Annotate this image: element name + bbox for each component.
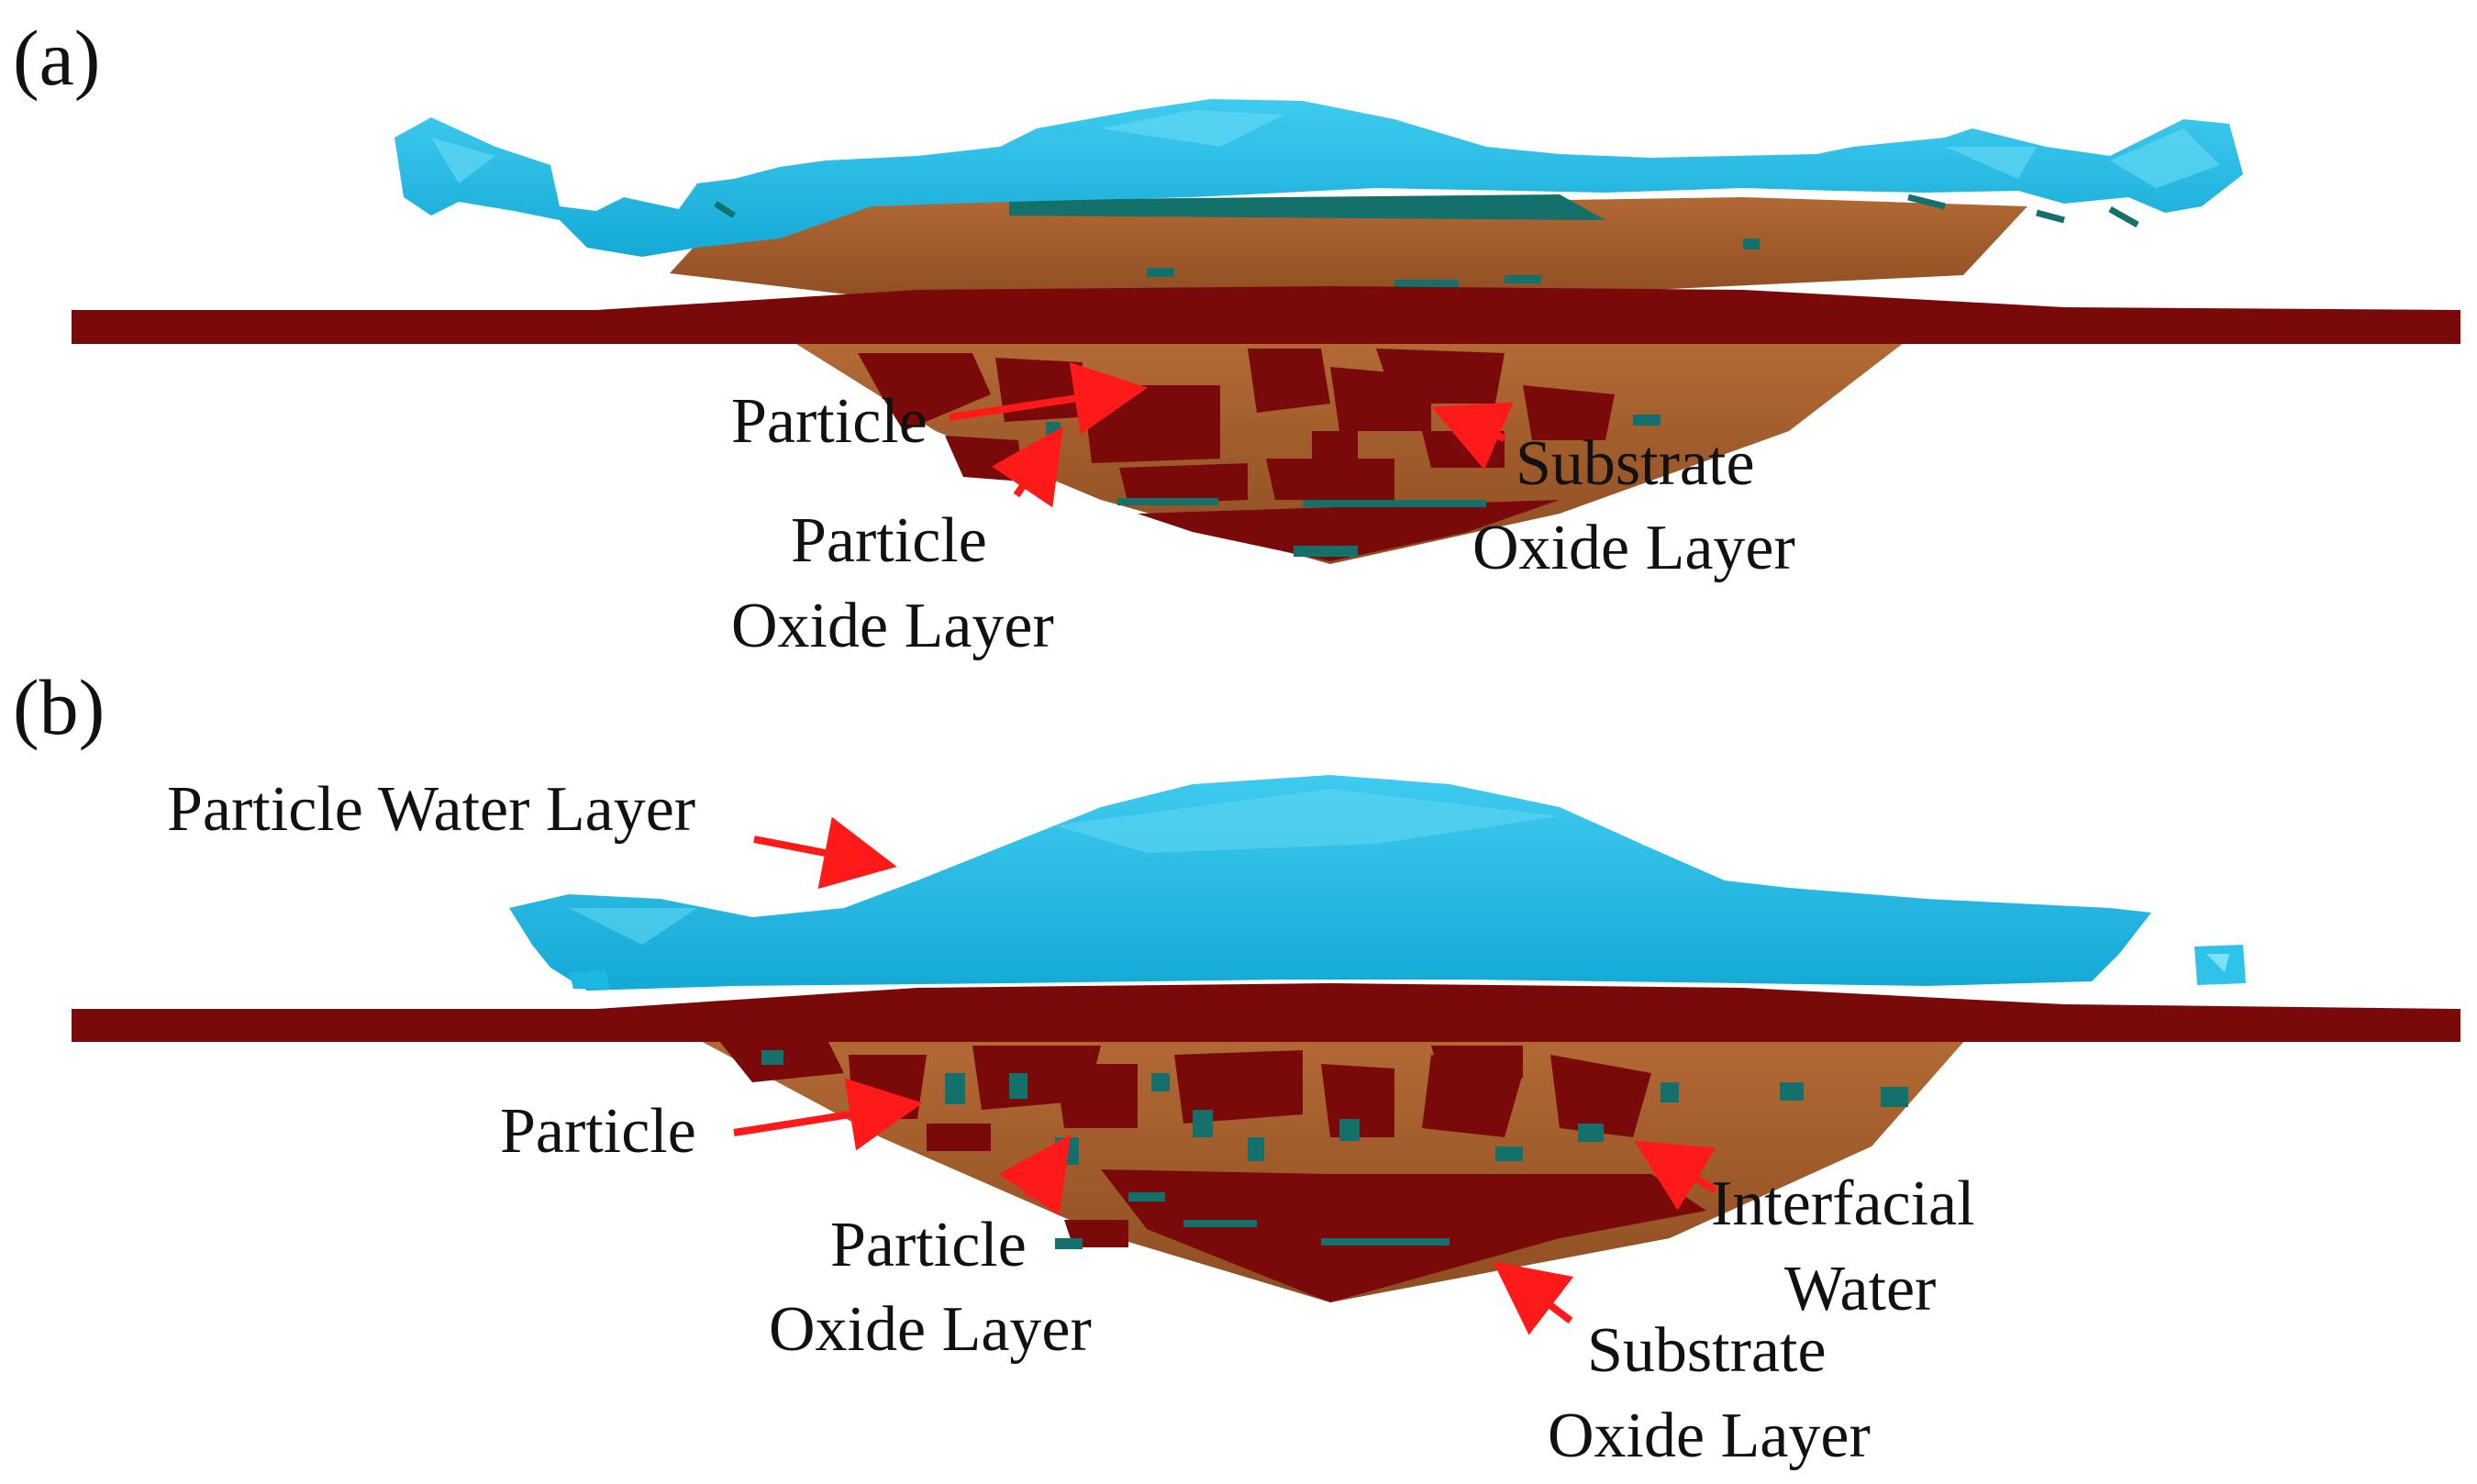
water-droplet-b-right-highlight bbox=[2206, 954, 2229, 972]
label-b-substrate-oxide-line1: Substrate bbox=[1587, 1315, 1827, 1386]
red-arrow-icon bbox=[733, 1078, 923, 1151]
red-arrow-icon bbox=[998, 1134, 1072, 1216]
water-debris-a bbox=[714, 194, 2139, 228]
red-arrow-icon bbox=[1493, 1261, 1574, 1335]
label-b-interfacial-line2: Water bbox=[1784, 1254, 1936, 1324]
label-b-interfacial-line1: Interfacial bbox=[1711, 1168, 1975, 1239]
red-arrow-icon bbox=[991, 426, 1063, 508]
label-a-substrate-oxide-line2: Oxide Layer bbox=[1472, 513, 1795, 583]
label-b-substrate-oxide-line2: Oxide Layer bbox=[1548, 1401, 1871, 1471]
substrate-plate-a bbox=[72, 286, 2460, 344]
particle-oxide-patches-a-upper bbox=[1009, 194, 1760, 289]
label-a-particle-oxide-line1: Particle bbox=[791, 505, 987, 576]
red-arrow-icon bbox=[753, 816, 897, 890]
water-highlights-a bbox=[431, 110, 2220, 188]
water-layer-b bbox=[509, 775, 2151, 991]
label-a-particle: Particle bbox=[731, 386, 927, 457]
label-b-water-layer: Particle Water Layer bbox=[167, 774, 695, 845]
water-highlights-b bbox=[569, 789, 1560, 945]
red-arrow-icon bbox=[1634, 1140, 1718, 1211]
substrate-plate-b bbox=[72, 983, 2460, 1042]
label-b-particle-oxide-line2: Oxide Layer bbox=[769, 1294, 1092, 1365]
label-b-particle-oxide-line1: Particle bbox=[830, 1210, 1027, 1280]
red-arrow-icon bbox=[949, 361, 1148, 436]
label-a-particle-oxide-line2: Oxide Layer bbox=[731, 591, 1054, 661]
panel-a: (a) bbox=[13, 14, 2460, 661]
particle-a-upper bbox=[670, 191, 2027, 303]
label-b-particle: Particle bbox=[500, 1096, 696, 1167]
panel-b: (b) bbox=[13, 663, 2460, 1471]
label-a-substrate-oxide-line1: Substrate bbox=[1516, 428, 1755, 499]
water-layer-a bbox=[394, 99, 2243, 257]
water-droplet-b-left bbox=[569, 970, 610, 989]
panel-a-letter: (a) bbox=[13, 14, 100, 102]
red-arrow-icon bbox=[1431, 402, 1514, 471]
panel-b-letter: (b) bbox=[13, 663, 105, 751]
